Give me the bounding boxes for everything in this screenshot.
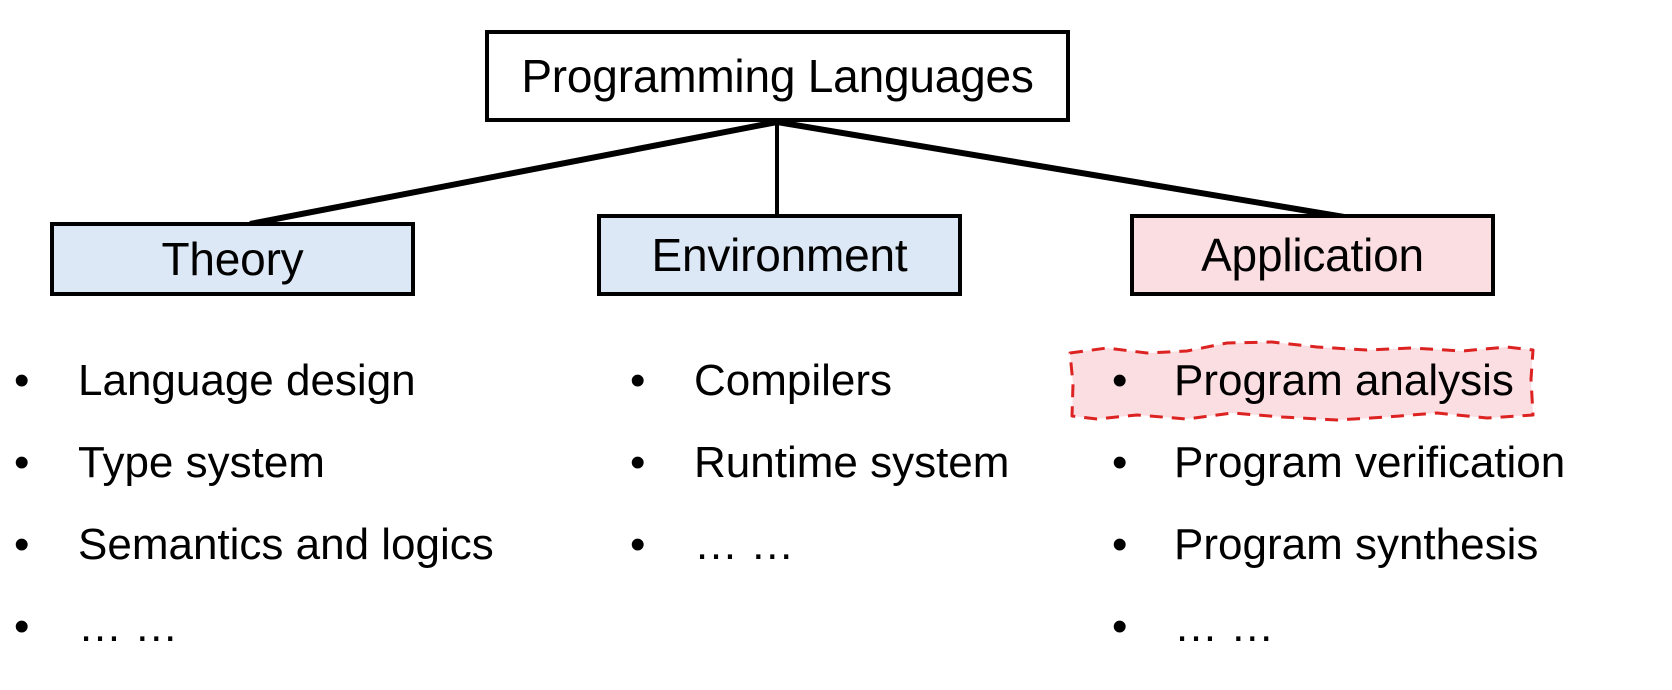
- bullet-icon: •: [630, 520, 646, 569]
- list-item-label: Compilers: [694, 356, 893, 405]
- list-item[interactable]: • Language design: [0, 340, 560, 422]
- list-item[interactable]: • … …: [615, 504, 1085, 586]
- list-item-label: … …: [694, 520, 795, 569]
- list-item-label: Runtime system: [694, 438, 1010, 487]
- list-item-label: Semantics and logics: [78, 520, 494, 569]
- bullet-list-application: • Program analysis • Program verificatio…: [1068, 340, 1672, 668]
- bullet-icon: •: [1112, 602, 1128, 651]
- list-item[interactable]: • Compilers: [615, 340, 1085, 422]
- connector-root-to-application: [776, 119, 1387, 227]
- list-item[interactable]: • Program synthesis: [1085, 504, 1672, 586]
- list-item-label: Type system: [78, 438, 325, 487]
- list-item[interactable]: • … …: [1085, 586, 1672, 668]
- bullet-icon: •: [1112, 438, 1128, 487]
- list-item-label: Program synthesis: [1174, 520, 1539, 569]
- list-item[interactable]: • Runtime system: [615, 422, 1085, 504]
- bullet-icon: •: [14, 438, 30, 487]
- list-item-label: Program verification: [1174, 438, 1566, 487]
- node-application[interactable]: Application: [1130, 214, 1495, 296]
- list-item-label: … …: [78, 602, 179, 651]
- bullet-icon: •: [1112, 520, 1128, 569]
- node-programming-languages[interactable]: Programming Languages: [485, 30, 1070, 122]
- list-item-label: Language design: [78, 356, 416, 405]
- bullet-list-environment: • Compilers • Runtime system • … …: [615, 340, 1085, 586]
- bullet-icon: •: [630, 356, 646, 405]
- bullet-icon: •: [14, 520, 30, 569]
- connector-root-to-theory: [249, 119, 778, 227]
- node-theory[interactable]: Theory: [50, 222, 415, 296]
- bullet-icon: •: [14, 356, 30, 405]
- list-item[interactable]: • Type system: [0, 422, 560, 504]
- list-item[interactable]: • Semantics and logics: [0, 504, 560, 586]
- list-item[interactable]: • Program verification: [1085, 422, 1672, 504]
- bullet-icon: •: [14, 602, 30, 651]
- bullet-icon: •: [1112, 356, 1128, 405]
- list-item[interactable]: • … …: [0, 586, 560, 668]
- node-environment[interactable]: Environment: [597, 214, 962, 296]
- list-item-highlighted[interactable]: • Program analysis: [1068, 340, 1672, 422]
- bullet-list-theory: • Language design • Type system • Semant…: [0, 340, 560, 668]
- list-item-label: … …: [1174, 602, 1275, 651]
- bullet-icon: •: [630, 438, 646, 487]
- list-item-label: Program analysis: [1174, 356, 1514, 405]
